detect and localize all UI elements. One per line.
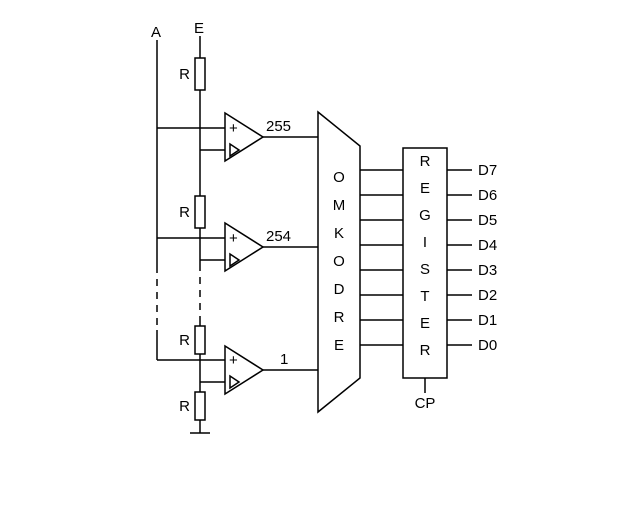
data-output-label: D7	[478, 162, 497, 179]
register-letter: R	[420, 153, 431, 170]
encoder-letter: R	[334, 309, 345, 326]
resistor-2	[194, 195, 206, 229]
encoder-letter: O	[333, 253, 345, 270]
resistor-label: R	[179, 398, 190, 415]
register-letter: S	[420, 261, 430, 278]
reference-label: E	[194, 20, 204, 37]
resistor-4	[194, 391, 206, 421]
comparator-output-label: 255	[266, 118, 291, 135]
comparator-output-label: 1	[280, 351, 288, 368]
data-output-label: D0	[478, 337, 497, 354]
data-output-label: D2	[478, 287, 497, 304]
encoder-letter: K	[334, 225, 344, 242]
small-triangle-icon	[229, 252, 241, 268]
register-letter: I	[423, 234, 427, 251]
comparator-output-label: 254	[266, 228, 291, 245]
register-letter: T	[420, 288, 429, 305]
data-output-label: D6	[478, 187, 497, 204]
data-output-label: D3	[478, 262, 497, 279]
encoder-letter: O	[333, 169, 345, 186]
register-letter: E	[420, 180, 430, 197]
encoder-letter: M	[333, 197, 346, 214]
register-letter: G	[419, 207, 431, 224]
encoder-letter: E	[334, 337, 344, 354]
resistor-label: R	[179, 66, 190, 83]
small-triangle-icon	[229, 374, 241, 390]
small-triangle-icon	[229, 142, 241, 158]
clock-label: CP	[415, 395, 436, 412]
data-output-label: D5	[478, 212, 497, 229]
encoder-letter: D	[334, 281, 345, 298]
resistor-label: R	[179, 332, 190, 349]
comparator-plus-label: +	[229, 352, 238, 369]
data-output-label: D4	[478, 237, 497, 254]
register-letter: R	[420, 342, 431, 359]
analog-input-label: A	[151, 24, 161, 41]
resistor-1	[194, 57, 206, 91]
register-block	[402, 147, 448, 379]
comparator-plus-label: +	[229, 230, 238, 247]
resistor-3	[194, 325, 206, 355]
register-letter: E	[420, 315, 430, 332]
data-output-label: D1	[478, 312, 497, 329]
comparator-plus-label: +	[229, 120, 238, 137]
resistor-label: R	[179, 204, 190, 221]
encoder-block	[317, 110, 361, 414]
